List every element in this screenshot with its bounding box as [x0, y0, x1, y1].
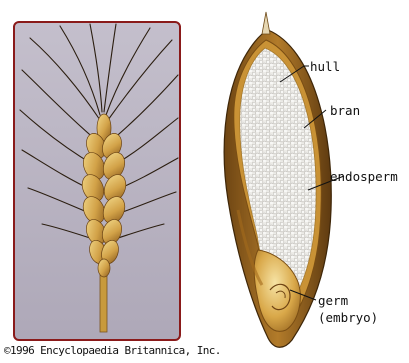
stem	[100, 270, 107, 332]
label-germ: germ	[318, 293, 348, 308]
label-bran: bran	[330, 103, 360, 118]
copyright-notice: ©1996 Encyclopaedia Britannica, Inc.	[4, 344, 221, 357]
wheat-ear-panel	[14, 22, 180, 340]
label-embryo: (embryo)	[318, 310, 378, 325]
label-endosperm: endosperm	[330, 169, 398, 184]
grain-tip	[262, 12, 270, 34]
label-hull: hull	[310, 59, 340, 74]
